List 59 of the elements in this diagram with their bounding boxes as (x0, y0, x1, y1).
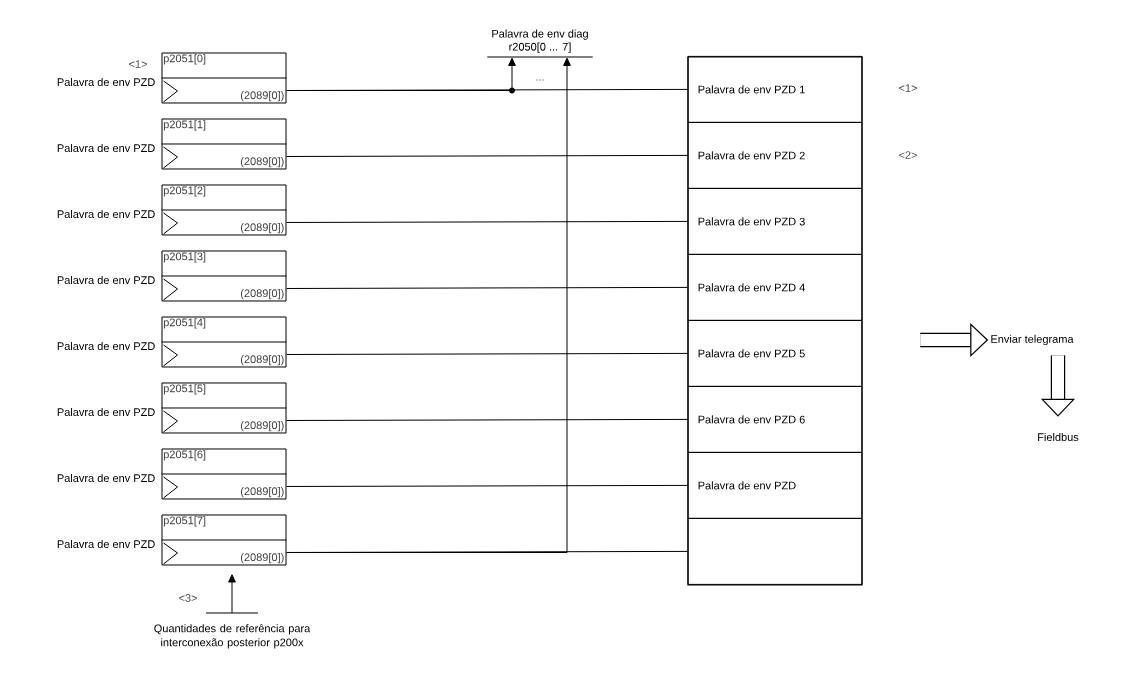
register-cell: Palavra de env PZD 3 (687, 187, 863, 255)
arrow (228, 574, 236, 614)
connector-line (286, 220, 688, 223)
parameter-box: p2051[5] (2089[0]) (161, 382, 287, 434)
register-cell: Palavra de env PZD 6 (687, 385, 863, 453)
ellipsis-mark: ... (536, 79, 544, 81)
register-frame (687, 56, 863, 586)
parameter-box: p2051[1] (2089[0]) (161, 118, 287, 170)
callout-number: <2> (899, 151, 917, 159)
arrow (286, 57, 571, 553)
row-label: Palavra de env PZD (57, 275, 155, 285)
parameter-box: p2051[7] (2089[0]) (161, 514, 287, 566)
parameter-box: p2051[6] (2089[0]) (161, 448, 287, 500)
connector-line (286, 418, 688, 421)
row-label: Palavra de env PZD (57, 473, 155, 483)
register-cell: Palavra de env PZD (687, 451, 863, 519)
callout-number: <3> (179, 594, 197, 602)
row-label: Palavra de env PZD (57, 209, 155, 219)
node-label: p2051[7] (163, 516, 206, 527)
text-label: Fieldbus (1038, 432, 1079, 442)
node-label: (2089[0]) (240, 355, 284, 366)
parameter-box: p2051[3] (2089[0]) (161, 250, 287, 302)
signal-bar: Palavra de env diag r2050[0 ... 7] (486, 29, 594, 58)
node-label: p2051[5] (163, 384, 206, 395)
register-cell: Palavra de env PZD 2 (687, 121, 863, 189)
node-label: (2089[0]) (240, 157, 284, 168)
reference-bar: Quantidades de referência para interconexão posterior p200x (154, 612, 311, 649)
arrow (286, 57, 516, 94)
node-label: p2051[2] (163, 186, 206, 197)
connector-line (286, 154, 688, 157)
connector-line (286, 286, 688, 289)
register-cell: Palavra de env PZD 1 (687, 55, 863, 123)
callout-number: <1> (899, 84, 917, 92)
row-label: Palavra de env PZD (57, 407, 155, 417)
node-label: p2051[0] (163, 54, 206, 65)
parameter-box: p2051[4] (2089[0]) (161, 316, 287, 368)
node-label: (2089[0]) (240, 91, 284, 102)
node-label: (2089[0]) (240, 289, 284, 300)
parameter-box: p2051[2] (2089[0]) (161, 184, 287, 236)
register-cell (687, 517, 863, 585)
row-label: Palavra de env PZD (57, 77, 155, 87)
row-label: Palavra de env PZD (57, 341, 155, 351)
parameter-box: p2051[0] (2089[0]) (161, 52, 287, 104)
node-label: (2089[0]) (240, 421, 284, 432)
register-cell: Palavra de env PZD 4 (687, 253, 863, 321)
text-label: Enviar telegrama (991, 334, 1074, 346)
connector-line (286, 352, 688, 355)
connector-line (286, 484, 688, 487)
register-cell: Palavra de env PZD 5 (687, 319, 863, 387)
node-label: (2089[0]) (240, 553, 284, 564)
node-label: (2089[0]) (240, 223, 284, 234)
node-label: p2051[3] (163, 252, 206, 263)
row-label: Palavra de env PZD (57, 539, 155, 549)
callout-number: <1> (129, 60, 147, 68)
node-label: p2051[6] (163, 450, 206, 461)
node-label: (2089[0]) (240, 487, 284, 498)
row-label: Palavra de env PZD (57, 143, 155, 153)
node-label: p2051[1] (163, 120, 206, 131)
node-label: p2051[4] (163, 318, 206, 329)
